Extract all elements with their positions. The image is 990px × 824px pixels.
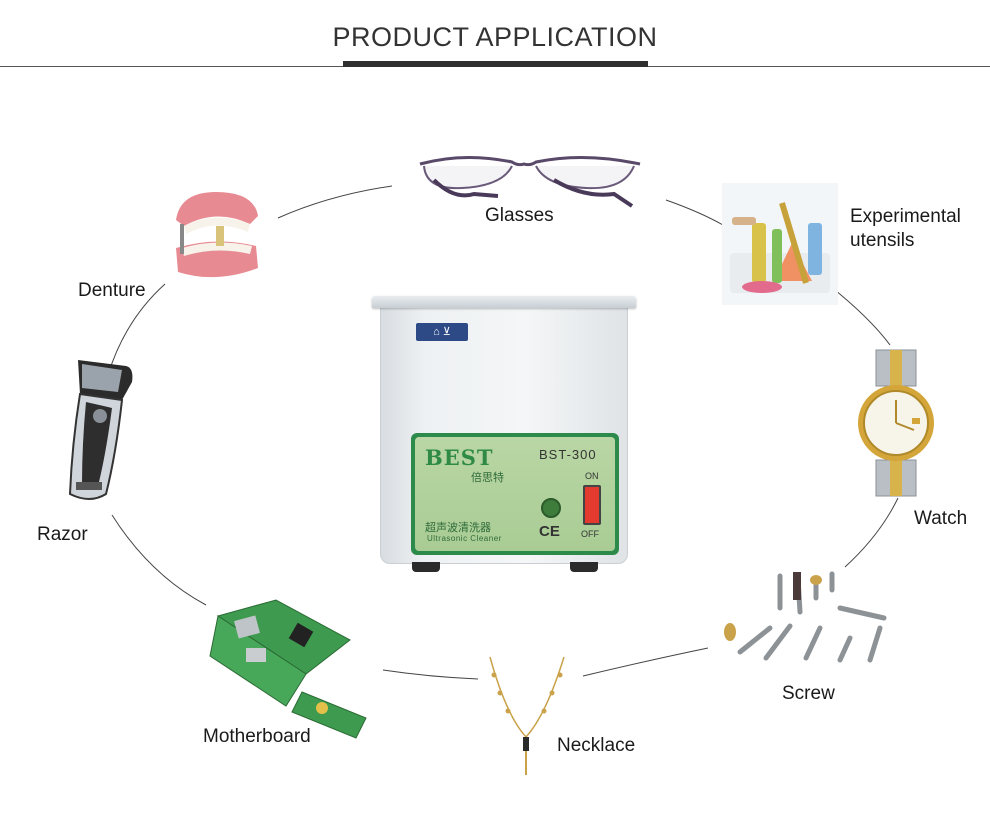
label-necklace: Necklace bbox=[557, 735, 636, 756]
label-razor: Razor bbox=[37, 524, 88, 545]
title-underline bbox=[343, 61, 648, 67]
denture-image bbox=[176, 192, 258, 278]
brand-logo: BEST bbox=[425, 445, 494, 470]
page-title: PRODUCT APPLICATION bbox=[332, 22, 658, 52]
ce-mark: CE bbox=[539, 523, 560, 540]
label-utensils: utensils bbox=[850, 230, 915, 251]
lab-utensils-image bbox=[722, 183, 838, 305]
control-panel-face: BEST 倍思特 BST-300 ON OFF 超声波清洗器 Ultrasoni… bbox=[415, 437, 615, 551]
cleaner-foot-right bbox=[570, 562, 598, 572]
switch-on-label: ON bbox=[585, 471, 599, 481]
switch-off-label: OFF bbox=[581, 529, 599, 539]
ultrasonic-cleaner: ⌂ ⊻ BEST 倍思特 BST-300 ON OFF 超声波清洗器 Ultra… bbox=[372, 296, 636, 576]
label-screw: Screw bbox=[782, 683, 835, 704]
watch-image bbox=[858, 349, 934, 497]
control-panel: BEST 倍思特 BST-300 ON OFF 超声波清洗器 Ultrasoni… bbox=[411, 433, 619, 555]
razor-image bbox=[68, 360, 133, 500]
label-glasses: Glasses bbox=[485, 205, 554, 226]
label-experimental: Experimental bbox=[850, 206, 961, 227]
product-name-chinese: 超声波清洗器 bbox=[425, 522, 491, 534]
screws-image bbox=[724, 571, 887, 663]
cleaner-tank: ⌂ ⊻ BEST 倍思特 BST-300 ON OFF 超声波清洗器 Ultra… bbox=[380, 306, 628, 564]
brand-chinese: 倍思特 bbox=[471, 472, 504, 484]
model-number: BST-300 bbox=[539, 447, 597, 462]
product-name-english: Ultrasonic Cleaner bbox=[427, 534, 502, 543]
cleaner-lid bbox=[372, 296, 636, 308]
label-motherboard: Motherboard bbox=[203, 726, 311, 747]
motherboard-image bbox=[209, 599, 367, 739]
cleaner-foot-left bbox=[412, 562, 440, 572]
glasses-image bbox=[419, 155, 641, 208]
label-watch: Watch bbox=[914, 508, 968, 529]
care-label-badge: ⌂ ⊻ bbox=[416, 323, 468, 341]
necklace-image bbox=[489, 656, 565, 775]
power-switch[interactable] bbox=[583, 485, 601, 525]
label-denture: Denture bbox=[78, 280, 146, 301]
indicator-light bbox=[541, 498, 561, 518]
